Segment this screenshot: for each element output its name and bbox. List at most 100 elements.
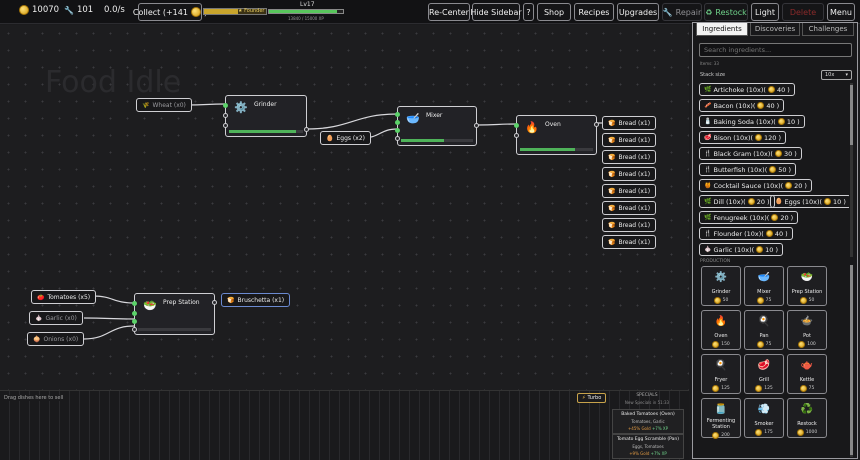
bread-chip[interactable]: 🍞Bread (x1) [602,167,657,181]
output-port[interactable] [594,122,599,127]
input-port[interactable] [132,311,137,316]
menu-button[interactable]: Menu [827,3,855,21]
production-title: PRODUCTION [700,259,731,264]
ingredient-chip[interactable]: 🍴Flounder (10x)(40) [699,227,793,240]
input-port[interactable] [223,123,228,128]
bread-chip[interactable]: 🍞Bread (x1) [602,133,657,147]
input-port[interactable] [395,112,400,117]
factory-canvas[interactable]: Food Idle 🌾Wheat (x0) 🥚Eggs (x2) 🍅Tomato… [0,25,689,390]
bread-chip[interactable]: 🍞Bread (x1) [602,150,657,164]
ingredient-chip[interactable]: 🥩Bison (10x)(120) [699,131,786,144]
bread-chip[interactable]: 🍞Bread (x1) [602,184,657,198]
ingredient-chip[interactable]: 🌿Fenugreek (10x)(20) [699,211,799,224]
grinder-node[interactable]: ⚙️ Grinder [223,95,309,137]
bread-chip[interactable]: 🍞Bread (x1) [602,218,657,232]
input-port[interactable] [514,133,519,138]
bread-chip[interactable]: 🍞Bread (x1) [602,235,657,249]
coin-icon [798,341,806,348]
onions-chip[interactable]: 🧅Onions (x0) [27,332,85,346]
coin-icon [713,297,721,304]
input-port[interactable] [514,123,519,128]
station-icon: 🫙 [714,404,728,415]
ingredient-icon: 🧂 [704,118,712,125]
eggs-chip[interactable]: 🥚Eggs (x2) [320,131,371,145]
ingredient-chip[interactable]: 🌿Dill (10x)(20) [699,195,775,208]
bread-chip[interactable]: 🍞Bread (x1) [602,116,657,130]
recenter-button[interactable]: Re-Center [428,3,470,21]
input-port[interactable] [395,120,400,125]
shop-button[interactable]: Shop [537,3,571,21]
ingredient-chip[interactable]: 🌿Artichoke (10x)(40) [699,83,795,96]
wheat-chip[interactable]: 🌾Wheat (x0) [136,98,192,112]
delete-button[interactable]: Delete [782,3,824,21]
bruschetta-chip[interactable]: 🍞Bruschetta (x1) [221,293,291,307]
input-port[interactable] [223,103,228,108]
input-port[interactable] [132,327,137,332]
upgrades-button[interactable]: Upgrades [617,3,659,21]
oven-node[interactable]: 🔥 Oven [514,115,599,155]
input-port[interactable] [395,128,400,133]
production-scrollbar[interactable] [850,265,853,457]
output-port[interactable] [474,123,479,128]
stack-size-select[interactable]: 10x ▾ [821,70,852,80]
tab-challenges[interactable]: Challenges [802,23,854,36]
ingredient-chip[interactable]: 🧂Baking Soda (10x)(10) [699,115,805,128]
light-button[interactable]: Light [751,3,779,21]
recipes-button[interactable]: Recipes [574,3,614,21]
tab-discoveries[interactable]: Discoveries [750,23,800,36]
coin-icon [755,429,763,436]
output-port[interactable] [304,127,309,132]
ingredient-chip[interactable]: 🥓Bacon (10x)(40) [699,99,785,112]
prep-station-node[interactable]: 🥗 Prep Station [132,293,217,335]
sell-dock[interactable]: Drag dishes here to sell ⚡Turbo SPECIALS… [0,390,689,460]
ingredient-chip[interactable]: 🍯Cocktail Sauce (10x)(20) [699,179,812,192]
xp-text: 13840 / 15000 XP [288,16,324,21]
ingredient-scrollbar[interactable] [850,83,853,257]
bread-icon: 🍞 [608,119,616,127]
coin-icon [712,432,720,439]
tab-ingredients[interactable]: Ingredients [696,23,748,36]
special-card[interactable]: Baked Tomatoes (Oven) Tomatoes, Garlic +… [612,409,684,434]
input-port[interactable] [132,319,137,324]
salad-bowl-icon: 🥗 [143,299,157,312]
tomatoes-chip[interactable]: 🍅Tomatoes (x5) [31,290,97,304]
output-port[interactable] [212,300,217,305]
ingredient-chip[interactable]: 🍴Butterfish (10x)(50) [699,163,797,176]
oven-progress [520,148,593,151]
input-port[interactable] [395,136,400,141]
input-port[interactable] [132,301,137,306]
input-port[interactable] [223,113,228,118]
collect-button[interactable]: Collect (+141 ) [133,3,207,21]
ingredient-search-input[interactable] [699,43,852,57]
ingredient-chip[interactable]: 🍴Black Gram (10x)(30) [699,147,802,160]
bread-icon: 🍞 [608,204,616,212]
repair-button[interactable]: 🔧Repair [662,3,702,21]
xp-bar [268,9,344,14]
bread-chip[interactable]: 🍞Bread (x1) [602,201,657,215]
mixer-node[interactable]: 🥣 Mixer [395,106,479,146]
turbo-button[interactable]: ⚡Turbo [577,393,607,403]
sell-hint: Drag dishes here to sell [4,395,68,401]
help-button[interactable]: ? [523,3,534,21]
hide-sidebar-button[interactable]: Hide Sidebar [470,3,522,21]
tomato-icon: 🍅 [37,293,45,301]
station-icon: 🥗 [800,272,814,283]
garlic-chip[interactable]: 🧄Garlic (x0) [29,311,83,325]
ingredient-chip[interactable]: 🧄Garlic (10x)(10) [699,243,783,256]
bread-icon: 🍞 [608,238,616,246]
special-card[interactable]: Tomato Egg Scramble (Pan) Eggs, Tomatoes… [612,434,684,459]
restock-button[interactable]: ♻Restock [704,3,748,21]
ingredient-chip[interactable]: 🥚Eggs (10x)(10) [770,195,849,208]
